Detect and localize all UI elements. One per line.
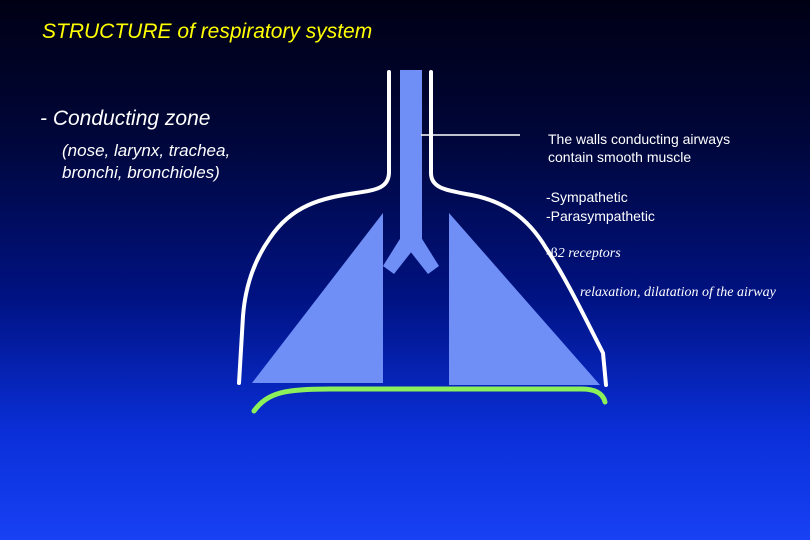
innervation-list: -Sympathetic -Parasympathetic [546, 188, 655, 226]
smooth-muscle-callout: The walls conducting airways contain smo… [548, 130, 803, 166]
sympathetic-item: -Sympathetic [546, 189, 628, 205]
smooth-muscle-callout-line-1: The walls conducting airways [548, 131, 731, 147]
conducting-zone-examples-line-1: (nose, larynx, trachea, [62, 141, 231, 160]
conducting-zone-examples: (nose, larynx, trachea, bronchi, bronchi… [62, 140, 322, 184]
diaphragm [251, 386, 608, 414]
conducting-zone-heading: - Conducting zone [40, 107, 211, 130]
parasympathetic-item: -Parasympathetic [546, 208, 655, 224]
right-chest-wall [429, 70, 608, 387]
chest-outline [237, 70, 608, 387]
right-main-bronchus [406, 234, 439, 274]
beta-symbol: β [550, 246, 558, 261]
left-chest-wall [237, 70, 391, 385]
receptor-prefix: - [546, 246, 551, 261]
right-lung [449, 213, 600, 385]
beta2-receptors-item: -β2 receptors [546, 246, 621, 262]
left-main-bronchus [383, 234, 416, 274]
airway-tree [252, 70, 600, 385]
slide-title: STRUCTURE of respiratory system [42, 20, 373, 43]
smooth-muscle-callout-line-2: contain smooth muscle [548, 149, 692, 165]
trachea [400, 70, 422, 242]
conducting-zone-examples-line-2: bronchi, bronchioles) [62, 163, 220, 182]
airway-effect-text: relaxation, dilatation of the airway [580, 285, 776, 300]
left-lung [252, 213, 383, 383]
receptor-label: 2 receptors [557, 246, 621, 261]
